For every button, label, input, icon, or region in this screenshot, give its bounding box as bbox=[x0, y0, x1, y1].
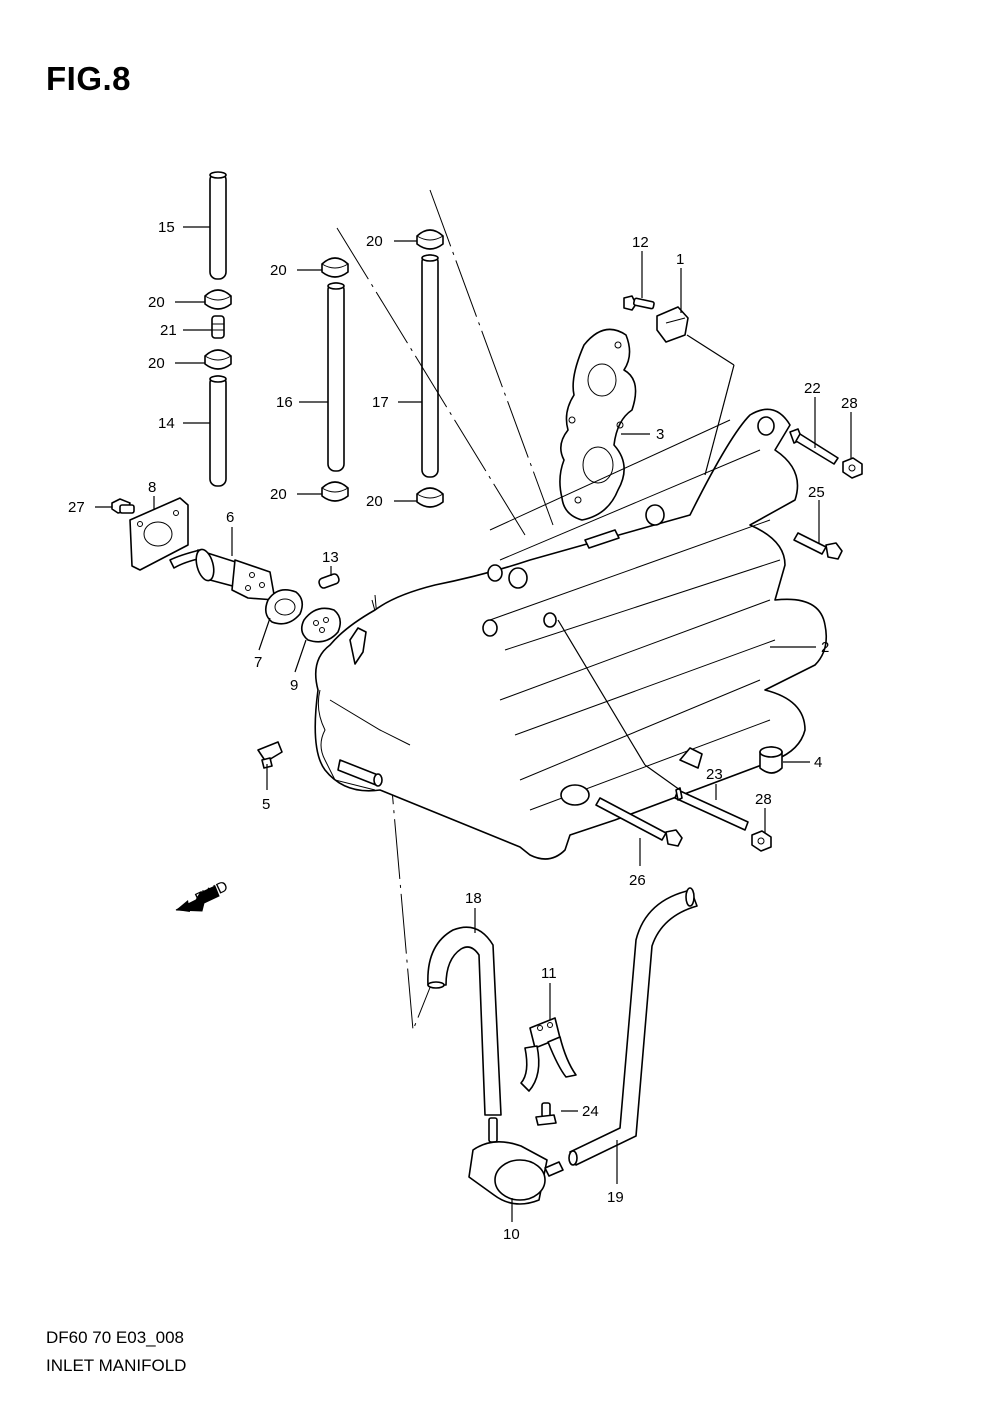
gasket-3 bbox=[559, 328, 637, 521]
hose-19 bbox=[568, 887, 698, 1166]
grommet-5 bbox=[257, 741, 283, 769]
plate-9 bbox=[300, 607, 342, 643]
pin-13 bbox=[318, 573, 340, 589]
callout-24: 24 bbox=[582, 1103, 599, 1120]
callout-26: 26 bbox=[629, 872, 646, 889]
manifold-2 bbox=[314, 408, 828, 860]
gasket-7 bbox=[264, 589, 304, 625]
bolt-12 bbox=[623, 295, 655, 311]
fitting-21 bbox=[211, 315, 225, 339]
hose-17 bbox=[421, 254, 439, 478]
callout-20: 20 bbox=[270, 262, 287, 279]
clip-11 bbox=[520, 1017, 577, 1092]
callout-28: 28 bbox=[841, 395, 858, 412]
callout-28: 28 bbox=[755, 791, 772, 808]
spacer-1 bbox=[656, 306, 689, 343]
hose-18 bbox=[427, 926, 502, 1116]
bolt-26 bbox=[595, 797, 683, 847]
bracket-8 bbox=[129, 497, 189, 571]
callout-4: 4 bbox=[814, 754, 822, 771]
hose-16 bbox=[327, 282, 345, 472]
bolt-24 bbox=[535, 1102, 557, 1126]
callout-20: 20 bbox=[366, 493, 383, 510]
cap-4 bbox=[759, 746, 783, 774]
valve-6 bbox=[169, 548, 276, 601]
callout-13: 13 bbox=[322, 549, 339, 566]
callout-17: 17 bbox=[372, 394, 389, 411]
clamp-20-c bbox=[321, 257, 349, 278]
callout-27: 27 bbox=[68, 499, 85, 516]
leader-lines bbox=[95, 226, 852, 1222]
callout-20: 20 bbox=[148, 355, 165, 372]
callout-7: 7 bbox=[254, 654, 262, 671]
callout-23: 23 bbox=[706, 766, 723, 783]
callout-6: 6 bbox=[226, 509, 234, 526]
fwd-arrow-icon: FWD bbox=[175, 878, 231, 912]
callout-14: 14 bbox=[158, 415, 175, 432]
callout-15: 15 bbox=[158, 219, 175, 236]
callout-1: 1 bbox=[676, 251, 684, 268]
callout-5: 5 bbox=[262, 796, 270, 813]
callout-labels: 15 20 21 20 14 20 16 20 20 17 20 27 8 6 … bbox=[68, 219, 858, 1243]
callout-8: 8 bbox=[148, 479, 156, 496]
clamp-20-e bbox=[416, 229, 444, 250]
callout-20: 20 bbox=[366, 233, 383, 250]
callout-22: 22 bbox=[804, 380, 821, 397]
nut-28-b bbox=[751, 830, 772, 852]
callout-20: 20 bbox=[270, 486, 287, 503]
callout-21: 21 bbox=[160, 322, 177, 339]
callout-10: 10 bbox=[503, 1226, 520, 1243]
hose-14 bbox=[209, 375, 227, 487]
filter-10 bbox=[468, 1117, 564, 1205]
nut-28-a bbox=[842, 457, 863, 479]
bolt-22 bbox=[789, 428, 839, 465]
hose-15 bbox=[209, 171, 227, 280]
callout-9: 9 bbox=[290, 677, 298, 694]
bolt-27 bbox=[111, 498, 135, 514]
clamp-20-f bbox=[416, 487, 444, 508]
clamp-20-b bbox=[204, 349, 232, 370]
callout-19: 19 bbox=[607, 1189, 624, 1206]
clamp-20-a bbox=[204, 289, 232, 310]
callout-12: 12 bbox=[632, 234, 649, 251]
callout-16: 16 bbox=[276, 394, 293, 411]
callout-25: 25 bbox=[808, 484, 825, 501]
fwd-arrow-label: FWD bbox=[193, 878, 231, 908]
callout-2: 2 bbox=[821, 639, 829, 656]
bolt-23 bbox=[674, 787, 749, 831]
bolt-25 bbox=[793, 532, 843, 560]
figure-caption: INLET MANIFOLD bbox=[46, 1356, 187, 1375]
callout-20: 20 bbox=[148, 294, 165, 311]
figure-code: DF60 70 E03_008 bbox=[46, 1328, 184, 1347]
clamp-20-d bbox=[321, 481, 349, 502]
callout-18: 18 bbox=[465, 890, 482, 907]
callout-11: 11 bbox=[541, 965, 557, 982]
callout-3: 3 bbox=[656, 426, 664, 443]
figure-title: FIG.8 bbox=[46, 60, 132, 97]
